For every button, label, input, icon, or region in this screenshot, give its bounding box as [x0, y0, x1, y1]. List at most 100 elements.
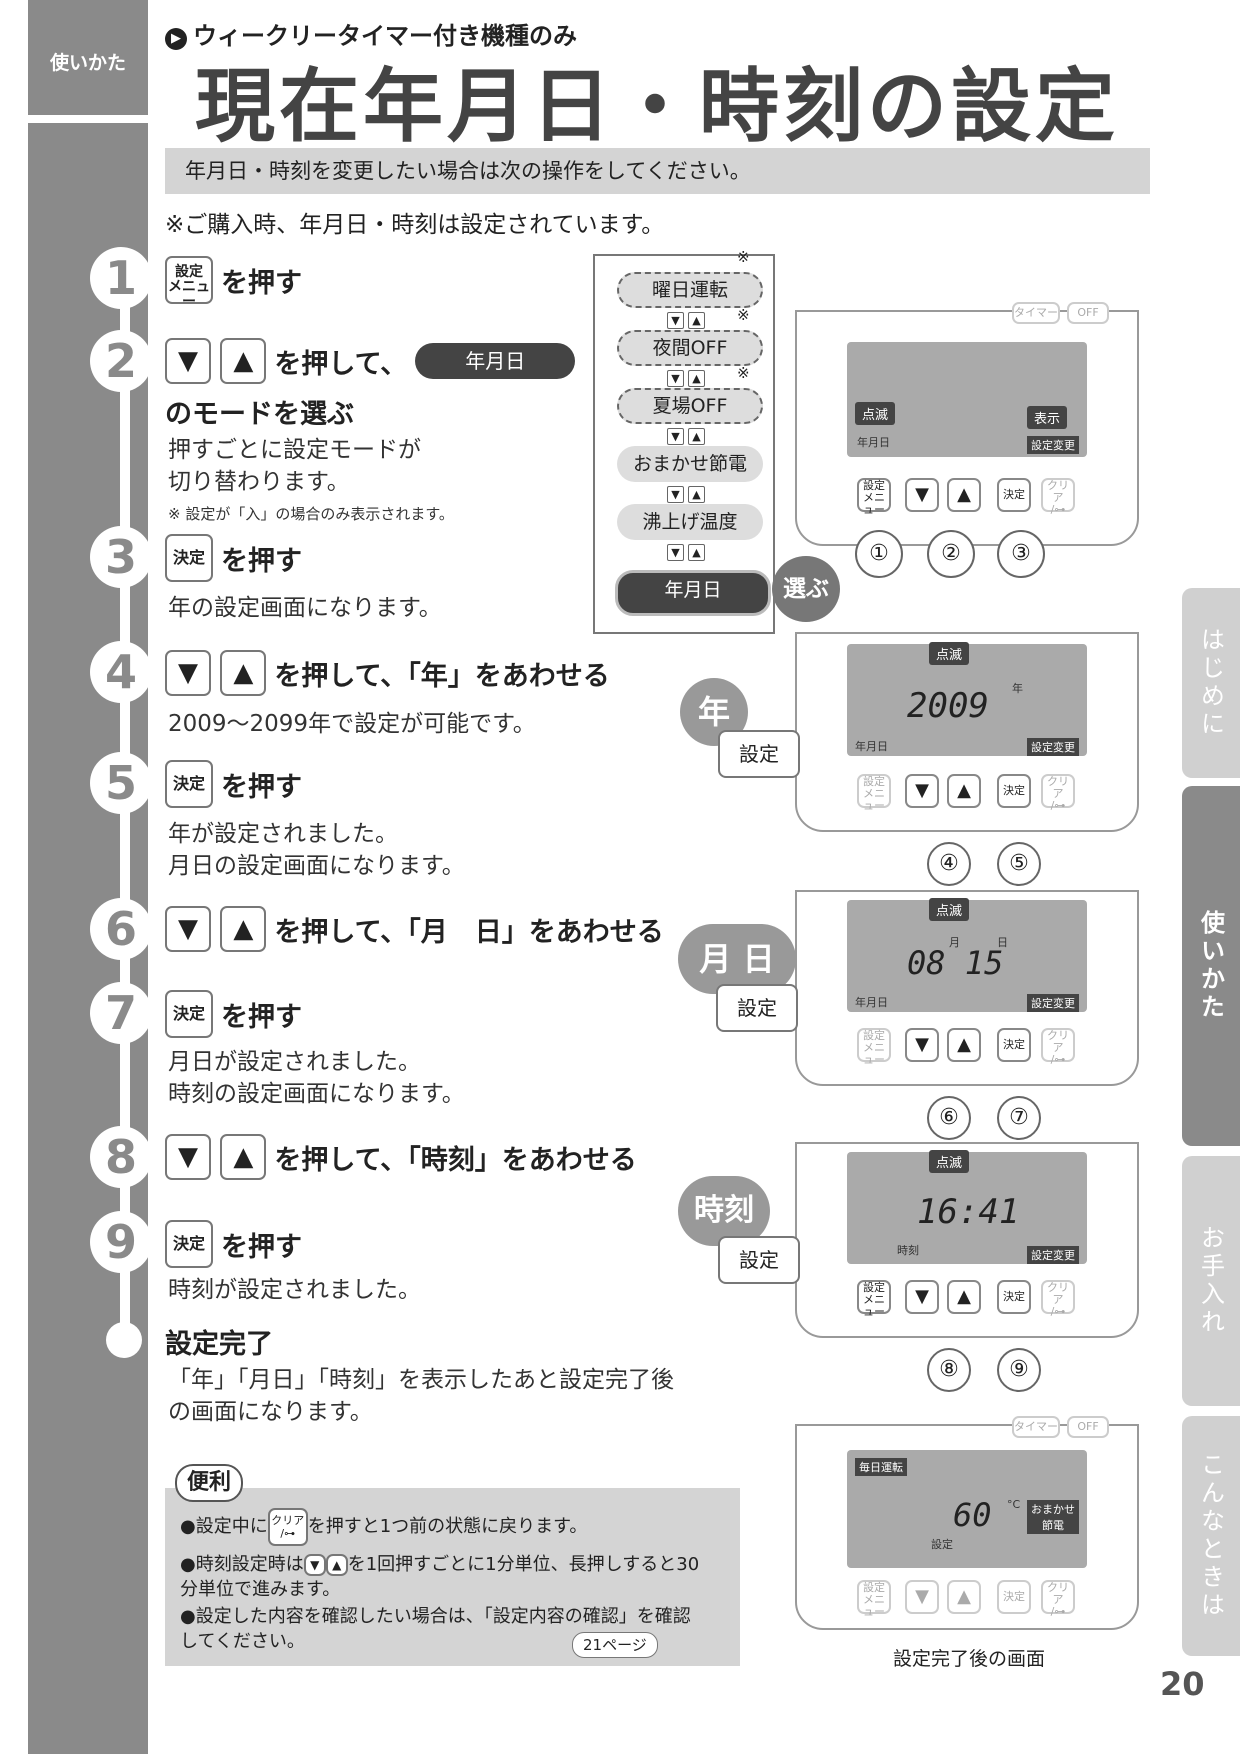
lcd-screen: 点滅 表示 年月日 設定変更	[847, 342, 1087, 457]
mode-date: 年月日	[615, 570, 771, 616]
ok-button[interactable]: 決定	[997, 478, 1031, 512]
clear-button[interactable]: クリア /⊶	[1041, 1280, 1075, 1318]
up-button[interactable]: ▲	[947, 774, 981, 808]
lcd-ymd-label: 年月日	[857, 436, 890, 449]
complete-desc: 「年」「月日」「時刻」を表示したあと設定完了後の画面になります。	[168, 1367, 674, 1425]
step-4-desc: 2009〜2099年で設定が可能です。	[168, 711, 536, 737]
step-5: 決定を押す	[165, 760, 302, 808]
blink-callout: 点滅	[855, 402, 896, 425]
lcd-screen: 点滅 16:41 時刻 設定変更	[847, 1150, 1087, 1264]
step-number: 1	[90, 247, 152, 309]
step-number: 8	[90, 1126, 152, 1188]
device-panel-monthday: 点滅 月 日 08 15 年月日 設定変更 設定 メニュー ▼ ▲ 決定 クリア…	[795, 890, 1139, 1140]
lcd-temp-unit: °C	[1007, 1498, 1021, 1511]
hand-pointer-icon: ⑨	[997, 1348, 1041, 1392]
mode-weekday-run: 曜日運転	[617, 272, 763, 308]
asterisk: ※	[737, 306, 750, 324]
up-button[interactable]: ▲	[947, 1280, 981, 1314]
step-2-action: のモードを選ぶ	[165, 399, 354, 430]
page-number: 20	[1160, 1665, 1205, 1703]
hand-pointer-icon: ⑥	[927, 1096, 971, 1140]
monthday-label-circle: 月 日	[678, 924, 796, 994]
menu-button[interactable]: 設定 メニュー	[857, 774, 891, 812]
year-label-circle: 年	[680, 678, 748, 746]
up-button[interactable]: ▲	[947, 1028, 981, 1062]
tab-how-to-use[interactable]: 使いかた	[1182, 786, 1240, 1146]
clear-button[interactable]: クリア /⊶	[1041, 478, 1075, 516]
step-9: 決定を押す	[165, 1220, 302, 1268]
up-key-icon: ▲	[220, 650, 267, 696]
ok-button[interactable]: 決定	[997, 1280, 1031, 1314]
clear-button[interactable]: クリア /⊶	[1041, 774, 1075, 812]
down-key-icon: ▼	[165, 338, 211, 384]
menu-button[interactable]: 設定 メニュー	[857, 1028, 891, 1066]
timer-button: タイマー	[1012, 1416, 1060, 1438]
select-label: 選ぶ	[772, 556, 840, 622]
down-button[interactable]: ▼	[905, 478, 939, 512]
tip-item: ●設定した内容を確認したい場合は、「設定内容の確認」を確認してください。	[180, 1606, 691, 1652]
lcd-ymd-label: 年月日	[855, 740, 888, 753]
up-button[interactable]: ▲	[947, 478, 981, 512]
step-3: 決定を押す	[165, 534, 302, 582]
blink-callout: 点滅	[929, 1150, 970, 1173]
mode-auto-save: おまかせ節電	[617, 446, 763, 482]
up-button[interactable]: ▲	[947, 1580, 981, 1614]
mode-arrows: ▼▲	[667, 312, 709, 329]
mode-night-off: 夜間OFF	[617, 330, 763, 366]
page-reference-link[interactable]: 21ページ	[572, 1632, 658, 1658]
mode-arrows: ▼▲	[667, 486, 709, 503]
menu-key-icon: 設定 メニュー	[165, 256, 213, 310]
hand-pointer-icon: ④	[927, 842, 971, 886]
device-panel-done: タイマー OFF 毎日運転 60 °C おまかせ 節電 設定 設定 メニュー ▼…	[795, 1416, 1139, 1630]
up-key-icon: ▲	[220, 1134, 267, 1180]
ok-button[interactable]: 決定	[997, 1580, 1031, 1614]
step-number: 7	[90, 982, 152, 1044]
step-2-desc: 押すごとに設定モードが切り替わります。 ※ 設定が「入」の場合のみ表示されます。	[168, 437, 454, 523]
down-button[interactable]: ▼	[905, 1580, 939, 1614]
ok-button[interactable]: 決定	[997, 774, 1031, 808]
hand-pointer-icon: ⑤	[997, 842, 1041, 886]
asterisk: ※	[737, 364, 750, 382]
tab-troubleshooting[interactable]: こんなときは	[1182, 1416, 1240, 1656]
hand-pointer-icon: ⑦	[997, 1096, 1041, 1140]
tab-getting-started[interactable]: はじめに	[1182, 588, 1240, 778]
tab-maintenance[interactable]: お手入れ	[1182, 1156, 1240, 1406]
step-number: 5	[90, 752, 152, 814]
ok-key-icon: 決定	[165, 534, 213, 582]
up-key-icon: ▲	[325, 1554, 348, 1576]
down-button[interactable]: ▼	[905, 1028, 939, 1062]
step-2: ▼ ▲を押して、年月日	[165, 338, 576, 384]
step-number: 2	[90, 330, 152, 392]
menu-button[interactable]: 設定 メニュー	[857, 1580, 891, 1618]
lcd-screen: 毎日運転 60 °C おまかせ 節電 設定	[847, 1450, 1087, 1568]
down-button[interactable]: ▼	[905, 774, 939, 808]
clear-button[interactable]: クリア /⊶	[1041, 1028, 1075, 1066]
lcd-year-unit: 年	[1012, 682, 1023, 695]
hand-pointer-icon: ⑧	[927, 1348, 971, 1392]
asterisk: ※	[737, 248, 750, 266]
down-key-icon: ▼	[303, 1554, 326, 1576]
complete-title: 設定完了	[165, 1329, 273, 1360]
lcd-setting-small: 設定	[931, 1538, 953, 1551]
page-title: 現在年月日・時刻の設定	[195, 60, 1119, 153]
step-number: 3	[90, 526, 152, 588]
mode-arrows: ▼▲	[667, 544, 709, 561]
step-1: 設定 メニューを押す	[165, 256, 302, 310]
mode-boil-temp: 沸上げ温度	[617, 504, 763, 540]
ok-key-icon: 決定	[165, 760, 213, 808]
ok-button[interactable]: 決定	[997, 1028, 1031, 1062]
down-button[interactable]: ▼	[905, 1280, 939, 1314]
ok-key-icon: 決定	[165, 990, 213, 1038]
down-key-icon: ▼	[165, 650, 211, 696]
blink-callout: 点滅	[929, 642, 970, 665]
menu-button[interactable]: 設定 メニュー	[857, 1280, 891, 1318]
rail-header	[28, 0, 148, 115]
timer-button: タイマー	[1012, 302, 1060, 324]
tips-title: 便利	[175, 1464, 244, 1502]
lcd-daily-run: 毎日運転	[855, 1458, 907, 1476]
lcd-month-unit: 月	[949, 936, 960, 949]
lcd-screen: 点滅 月 日 08 15 年月日 設定変更	[847, 898, 1087, 1012]
clear-button[interactable]: クリア /⊶	[1041, 1580, 1075, 1618]
menu-button[interactable]: 設定 メニュー	[857, 478, 891, 516]
lcd-screen: 点滅 2009 年 年月日 設定変更	[847, 642, 1087, 756]
